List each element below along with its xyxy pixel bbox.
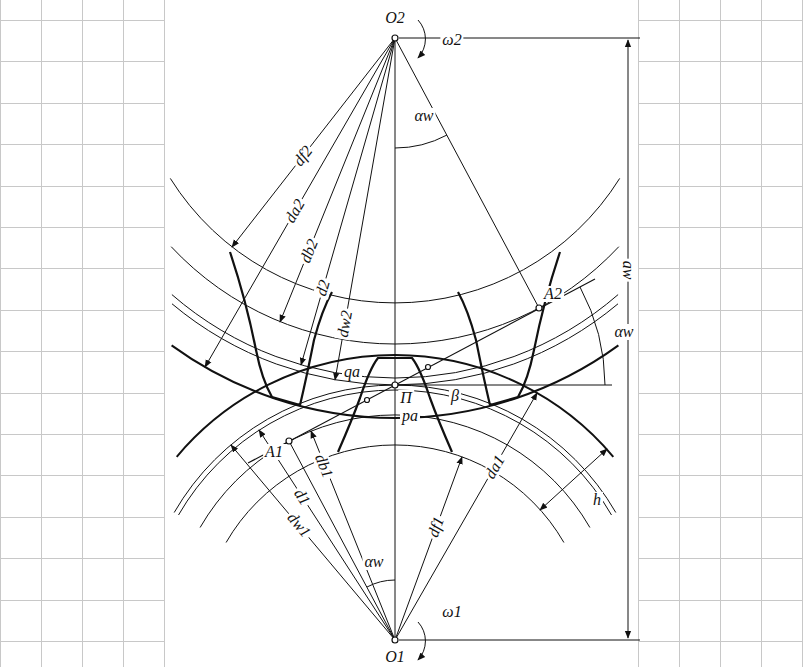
point-label: qa	[342, 364, 362, 380]
point-label: A1	[263, 444, 285, 460]
pole-label: П	[398, 390, 414, 406]
grid-line	[123, 0, 124, 667]
angle-label: αw	[362, 554, 385, 570]
grid-line	[761, 0, 762, 667]
center-label: O2	[383, 10, 407, 26]
grid-line	[41, 0, 42, 667]
point-label: A2	[542, 286, 564, 302]
grid-line	[802, 0, 803, 667]
dimension-lines	[205, 20, 640, 660]
center-label: O1	[383, 649, 407, 665]
angle-label: αw	[412, 108, 435, 124]
height-label: h	[591, 492, 603, 508]
white-panel	[165, 0, 638, 667]
grid-line	[720, 0, 721, 667]
distance-label: aw	[620, 259, 636, 282]
angle-label: αw	[612, 324, 635, 340]
angular-velocity: ω1	[440, 604, 463, 620]
grid-line	[82, 0, 83, 667]
grid-line	[638, 0, 639, 667]
angular-velocity: ω2	[440, 32, 463, 48]
grid-line	[164, 0, 165, 667]
point-label: β	[449, 388, 461, 404]
grid-line	[0, 0, 1, 667]
point-label: pa	[400, 408, 420, 424]
points	[286, 35, 542, 643]
grid-line	[679, 0, 680, 667]
tooth-profiles	[230, 252, 560, 452]
